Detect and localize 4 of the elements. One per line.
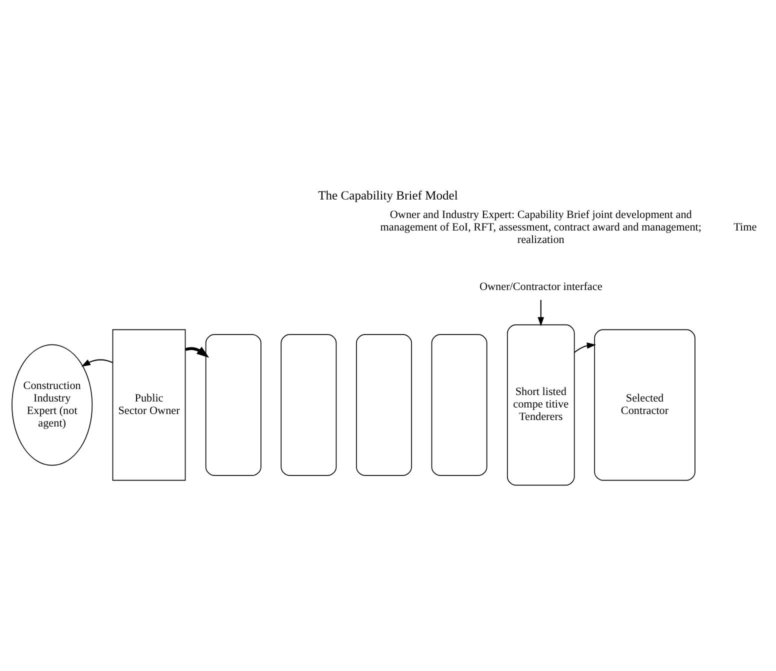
node-text: Owner/Contractor interface: [479, 280, 602, 292]
diagram-title: The Capability Brief Model: [318, 188, 458, 202]
label: Time: [734, 221, 757, 234]
label: Owner and Industry Expert: Capability Brief joint development and management of EoI, RFT, assessment, contract award and management; realization: [380, 208, 702, 246]
